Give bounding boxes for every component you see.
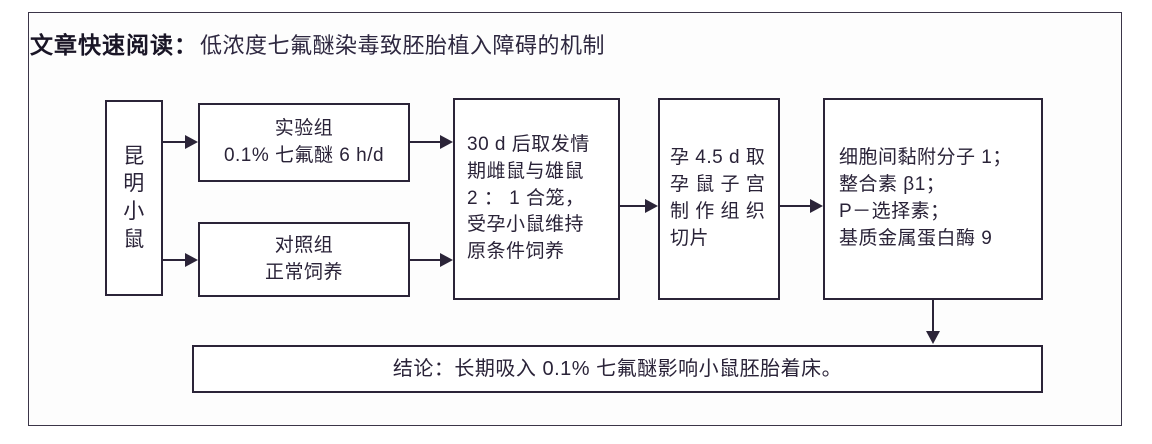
node-line: P－选择素； (839, 201, 950, 222)
node-line: 实验组 (274, 117, 334, 139)
node-uterus-sectioning-text: 孕 4.5 d 取 孕 鼠 子 宫 制 作 组 织 切片 (660, 145, 778, 253)
node-line: 细胞间黏附分子 1； (839, 147, 1012, 169)
arrow-down-icon (926, 331, 940, 344)
node-mating-protocol: 30 d 后取发情 期雌鼠与雄鼠 2 ： 1 合笼， 受孕小鼠维持 原条件饲养 (453, 98, 620, 300)
arrow-right-icon (185, 135, 198, 149)
arrow-right-icon (185, 253, 198, 267)
node-source-animals: 昆 明 小 鼠 (105, 100, 163, 296)
node-source-char: 鼠 (123, 227, 145, 251)
figure-title: 文章快速阅读： 低浓度七氟醚染毒致胚胎植入障碍的机制 (30, 26, 605, 60)
connector-source-to-control (163, 259, 185, 261)
node-control-group-text: 对照组 正常饲养 (200, 233, 408, 287)
node-line: 结论：长期吸入 0.1% 七氟醚影响小鼠胚胎着床。 (392, 357, 843, 380)
node-source-char: 昆 (123, 144, 145, 168)
figure-title-label: 文章快速阅读： (30, 32, 198, 58)
node-conclusion-text: 结论：长期吸入 0.1% 七氟醚影响小鼠胚胎着床。 (194, 355, 1041, 383)
node-line: 整合素 β1； (839, 174, 946, 196)
node-conclusion: 结论：长期吸入 0.1% 七氟醚影响小鼠胚胎着床。 (192, 345, 1043, 393)
node-line: 对照组 (274, 234, 334, 256)
node-line: 制 作 组 织 (670, 201, 766, 222)
node-line: 孕 4.5 d 取 (670, 147, 766, 169)
connector-control-to-mating (410, 259, 440, 261)
connector-mating-to-uterus (620, 205, 645, 207)
node-line: 基质金属蛋白酶 9 (839, 227, 993, 249)
arrow-right-icon (440, 253, 453, 267)
figure-title-text: 低浓度七氟醚染毒致胚胎植入障碍的机制 (200, 33, 606, 58)
connector-experimental-to-mating (410, 141, 440, 143)
node-source-char: 明 (123, 172, 145, 196)
node-line: 切片 (670, 227, 710, 249)
node-mating-protocol-text: 30 d 后取发情 期雌鼠与雄鼠 2 ： 1 合笼， 受孕小鼠维持 原条件饲养 (455, 132, 618, 267)
node-uterus-sectioning: 孕 4.5 d 取 孕 鼠 子 宫 制 作 组 织 切片 (658, 98, 780, 300)
node-line: 0.1% 七氟醚 6 h/d (223, 144, 385, 166)
arrow-right-icon (440, 135, 453, 149)
node-control-group: 对照组 正常饲养 (198, 222, 410, 297)
node-source-animals-text: 昆 明 小 鼠 (123, 143, 145, 254)
node-experimental-group: 实验组 0.1% 七氟醚 6 h/d (198, 103, 410, 182)
connector-source-to-experimental (163, 141, 185, 143)
node-line: 期雌鼠与雄鼠 (467, 160, 585, 182)
connector-uterus-to-markers (780, 205, 810, 207)
node-experimental-group-text: 实验组 0.1% 七氟醚 6 h/d (200, 116, 408, 170)
node-molecular-markers: 细胞间黏附分子 1； 整合素 β1； P－选择素； 基质金属蛋白酶 9 (823, 98, 1043, 300)
node-line: 正常饲养 (264, 261, 343, 283)
node-molecular-markers-text: 细胞间黏附分子 1； 整合素 β1； P－选择素； 基质金属蛋白酶 9 (825, 145, 1041, 253)
node-line: 30 d 后取发情 (467, 133, 590, 155)
arrow-right-icon (645, 199, 658, 213)
arrow-right-icon (810, 199, 823, 213)
node-line: 原条件饲养 (467, 241, 565, 263)
node-line: 2 ： 1 合笼， (467, 187, 585, 209)
node-line: 孕 鼠 子 宫 (670, 174, 766, 196)
node-source-char: 小 (123, 200, 145, 223)
node-line: 受孕小鼠维持 (467, 214, 585, 236)
connector-markers-to-conclusion (932, 300, 934, 333)
